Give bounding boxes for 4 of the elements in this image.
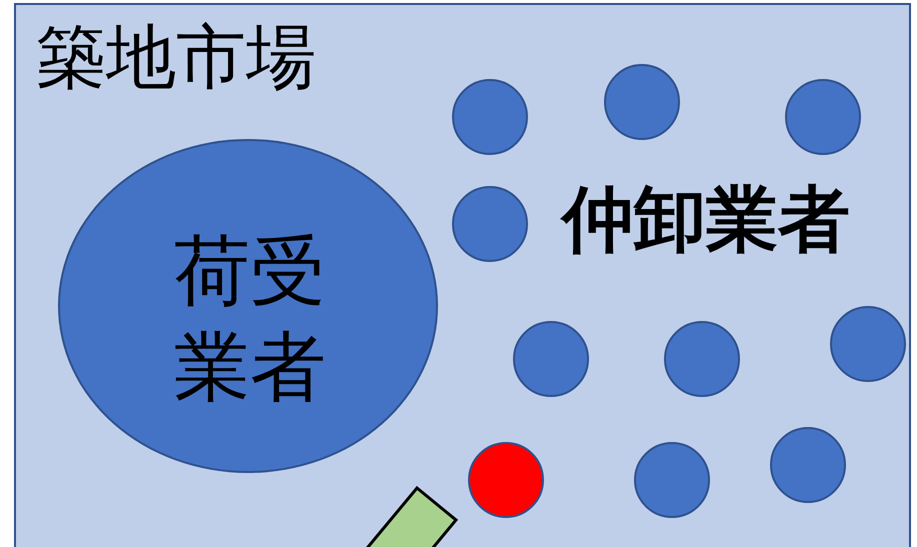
market-area [14,3,911,547]
ellipse-label: 荷受業者 [173,225,327,413]
title: 築地市場 [36,19,316,96]
group-label: 仲卸業者 [562,180,850,260]
